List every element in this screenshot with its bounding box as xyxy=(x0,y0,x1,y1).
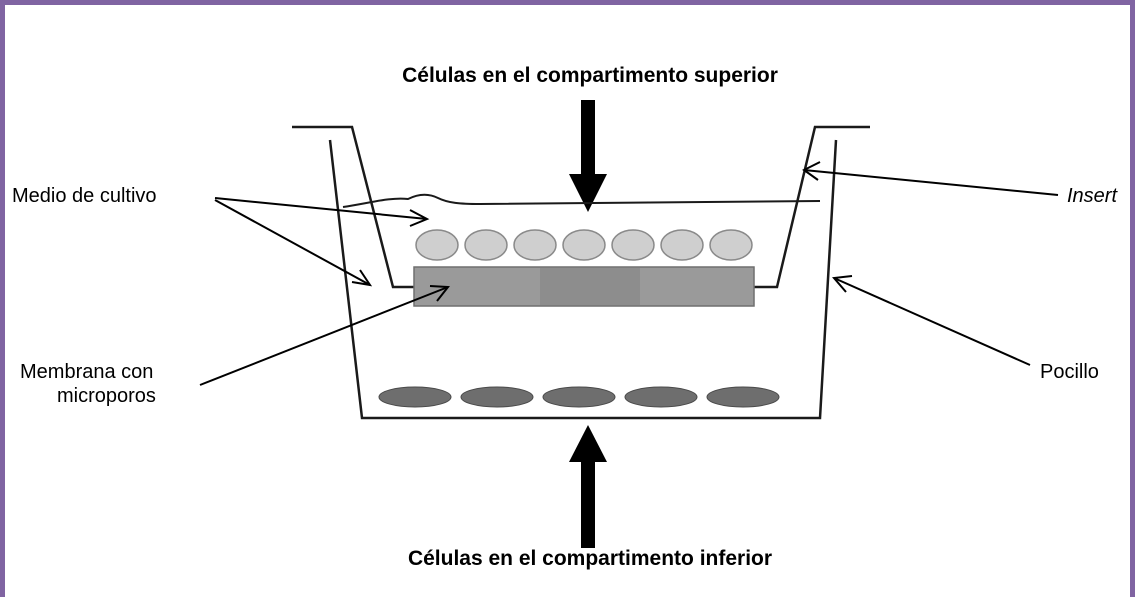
upper-cell xyxy=(611,229,655,261)
pointer-medio xyxy=(214,197,430,287)
membrane-shade xyxy=(540,268,640,305)
well-outline xyxy=(328,139,838,420)
arrow-down-top xyxy=(569,100,607,212)
upper-cell xyxy=(562,229,606,261)
label-membrana-line2: microporos xyxy=(57,385,156,407)
label-medio-cultivo: Medio de cultivo xyxy=(12,185,157,207)
pointer-insert xyxy=(802,161,1059,196)
lower-cell xyxy=(624,386,698,408)
lower-cell xyxy=(378,386,452,408)
pointer-membrana xyxy=(199,285,450,386)
medium-surface xyxy=(342,193,821,208)
label-insert: Insert xyxy=(1067,185,1118,207)
bottom-title: Células en el compartimento inferior xyxy=(408,547,772,570)
upper-cell xyxy=(464,229,508,261)
upper-cell xyxy=(709,229,753,261)
upper-cell xyxy=(513,229,557,261)
insert-outline xyxy=(292,125,414,289)
upper-cell xyxy=(415,229,459,261)
label-membrana-line1: Membrana con xyxy=(20,361,153,383)
lower-cell xyxy=(460,386,534,408)
arrow-up-bottom xyxy=(569,425,607,548)
top-title: Células en el compartimento superior xyxy=(402,64,778,87)
upper-cell xyxy=(660,229,704,261)
pointer-pocillo xyxy=(832,275,1031,366)
lower-cell xyxy=(706,386,780,408)
lower-cell xyxy=(542,386,616,408)
insert-outline-right xyxy=(752,125,870,289)
label-pocillo: Pocillo xyxy=(1040,361,1099,383)
lower-cells xyxy=(378,386,780,408)
upper-cells xyxy=(415,229,753,261)
